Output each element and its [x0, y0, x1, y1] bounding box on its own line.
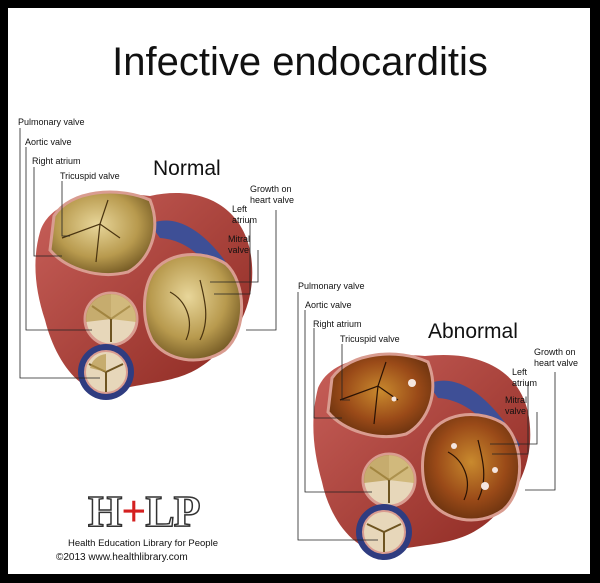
abnormal-label-growth: Growth on heart valve [534, 347, 578, 369]
figure-frame: Infective endocarditis [8, 8, 590, 574]
help-logo-plus-icon: + [121, 487, 145, 536]
abnormal-label-pulmonary: Pulmonary valve [298, 281, 365, 292]
normal-label-tricuspid: Tricuspid valve [60, 171, 120, 182]
help-logo: H+LP [88, 486, 200, 537]
abnormal-label-right-atrium: Right atrium [313, 319, 362, 330]
logo-tagline: Health Education Library for People [68, 538, 218, 549]
normal-label-aortic: Aortic valve [25, 137, 72, 148]
normal-label-right-atrium: Right atrium [32, 156, 81, 167]
abnormal-label-mitral: Mitral valve [505, 395, 527, 417]
abnormal-heart-drawing [313, 354, 530, 560]
normal-label-mitral: Mitral valve [228, 234, 250, 256]
abnormal-label-tricuspid: Tricuspid valve [340, 334, 400, 345]
copyright: ©2013 www.healthlibrary.com [56, 552, 188, 563]
normal-heart-drawing [35, 192, 252, 400]
help-logo-lp: LP [145, 487, 199, 536]
abnormal-label-aortic: Aortic valve [305, 300, 352, 311]
normal-label-left-atrium: Left atrium [232, 204, 257, 226]
normal-label-pulmonary: Pulmonary valve [18, 117, 85, 128]
abnormal-label-left-atrium: Left atrium [512, 367, 537, 389]
abnormal-heading: Abnormal [428, 320, 518, 344]
normal-heading: Normal [153, 157, 221, 181]
normal-label-growth: Growth on heart valve [250, 184, 294, 206]
help-logo-h: H [88, 487, 121, 536]
